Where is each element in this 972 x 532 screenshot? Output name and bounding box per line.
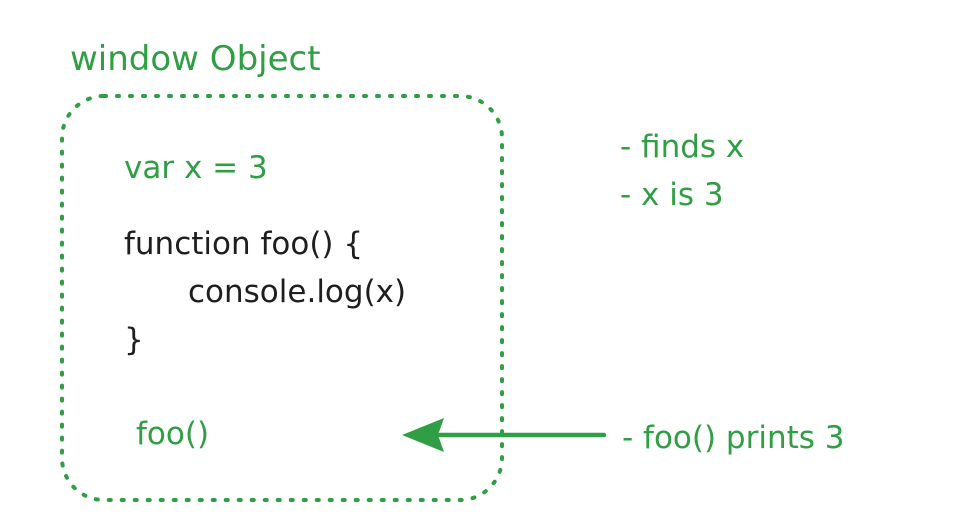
function-header: function foo() { [124,226,363,262]
function-body: console.log(x) [188,274,406,310]
var-declaration: var x = 3 [124,150,268,186]
scope-title: window Object [70,39,321,79]
note-x-is-3: - x is 3 [620,177,724,213]
function-close: } [124,322,144,358]
window-scope-box [60,94,504,502]
note-finds-x: - finds x [620,129,744,165]
note-foo-prints-3: - foo() prints 3 [622,420,845,456]
arrow-head-icon [402,418,444,452]
function-call: foo() [136,416,209,452]
